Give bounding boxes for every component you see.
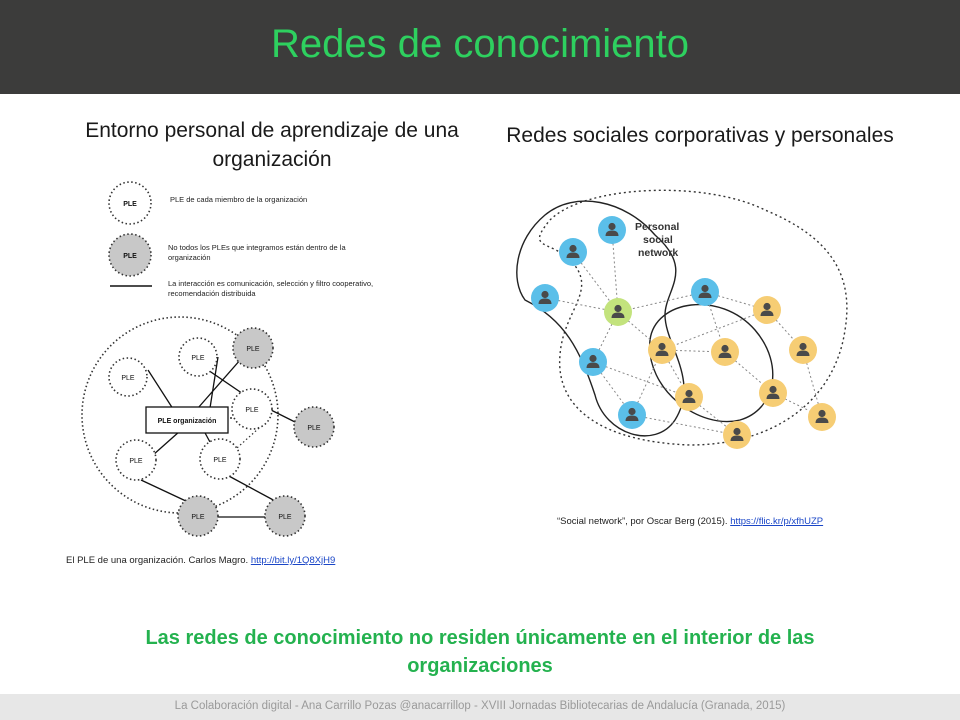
left-caption: El PLE de una organización. Carlos Magro… [66,555,335,566]
person-yellow [808,403,836,431]
ple-organization-diagram: PLE PLE de cada miembro de la organizaci… [81,181,374,537]
ple-node [178,337,218,377]
corporate-network-boundary [538,189,848,446]
person-yellow [789,336,817,364]
external-ple-node [177,495,219,537]
conclusion-text: Las redes de conocimiento no residen úni… [145,627,815,677]
person-green [604,298,632,326]
external-ple-label: PLE [278,514,292,521]
right-caption: “Social network”, por Oscar Berg (2015).… [557,516,823,527]
legend-ple-icon-label: PLE [123,201,137,208]
person-blue [559,238,587,266]
slide-title: Redes de conocimiento [270,22,690,66]
legend-item-2: No todos los PLEs que integramos están d… [168,243,346,262]
network-label-line-1: Personal [635,221,679,233]
left-heading: Entorno personal de aprendizaje de una o… [85,119,459,171]
person-blue [531,284,559,312]
external-ple-label: PLE [307,425,321,432]
right-caption-link[interactable]: https://flic.kr/p/xfhUZP [730,516,824,527]
ple-node-label: PLE [129,458,143,465]
ple-node-label: PLE [213,457,227,464]
person-blue [579,348,607,376]
person-yellow [753,296,781,324]
legend-external-ple-label: PLE [123,253,137,260]
person-blue [618,401,646,429]
legend-external-ple-icon [108,233,152,277]
person-yellow [723,421,751,449]
ple-organization-box [145,406,229,434]
ple-organization-label: PLE organización [158,418,217,425]
ple-node [231,388,273,430]
person-blue [691,278,719,306]
external-ple-label: PLE [191,514,205,521]
left-caption-link[interactable]: http://bit.ly/1Q8XjH9 [250,555,336,566]
right-heading: Redes sociales corporativas y personales [506,124,894,147]
personal-network-boundary [516,200,685,437]
legend-item-3: La interacción es comunicación, selecció… [168,279,374,298]
inner-group-boundary [649,303,774,423]
ple-node [108,357,148,397]
ple-node-label: PLE [191,355,205,362]
ple-node-label: PLE [245,407,259,414]
social-network-diagram: Personal social network [516,189,848,449]
slide-footer: La Colaboración digital - Ana Carrillo P… [0,694,960,720]
legend-ple-icon [108,181,152,225]
external-ple-node [264,495,306,537]
ple-connections [140,350,306,518]
external-ple-label: PLE [246,346,260,353]
left-caption-text: El PLE de una organización. Carlos Magro… [66,555,251,566]
footer-text: La Colaboración digital - Ana Carrillo P… [174,700,786,712]
ple-node-label: PLE [121,375,135,382]
person-yellow [759,379,787,407]
network-label-line-2: social [643,234,673,246]
external-ple-node [232,327,274,369]
person-yellow [648,336,676,364]
person-blue [598,216,626,244]
ple-node [115,439,157,481]
person-yellow [711,338,739,366]
ple-node [199,438,241,480]
right-caption-text: “Social network”, por Oscar Berg (2015). [557,516,731,527]
network-label-line-3: network [638,247,678,259]
slide-header: Redes de conocimiento [0,0,960,94]
external-ple-node [293,406,335,448]
person-yellow [675,383,703,411]
organization-boundary [81,316,279,514]
legend-item-1: PLE de cada miembro de la organización [170,195,307,204]
